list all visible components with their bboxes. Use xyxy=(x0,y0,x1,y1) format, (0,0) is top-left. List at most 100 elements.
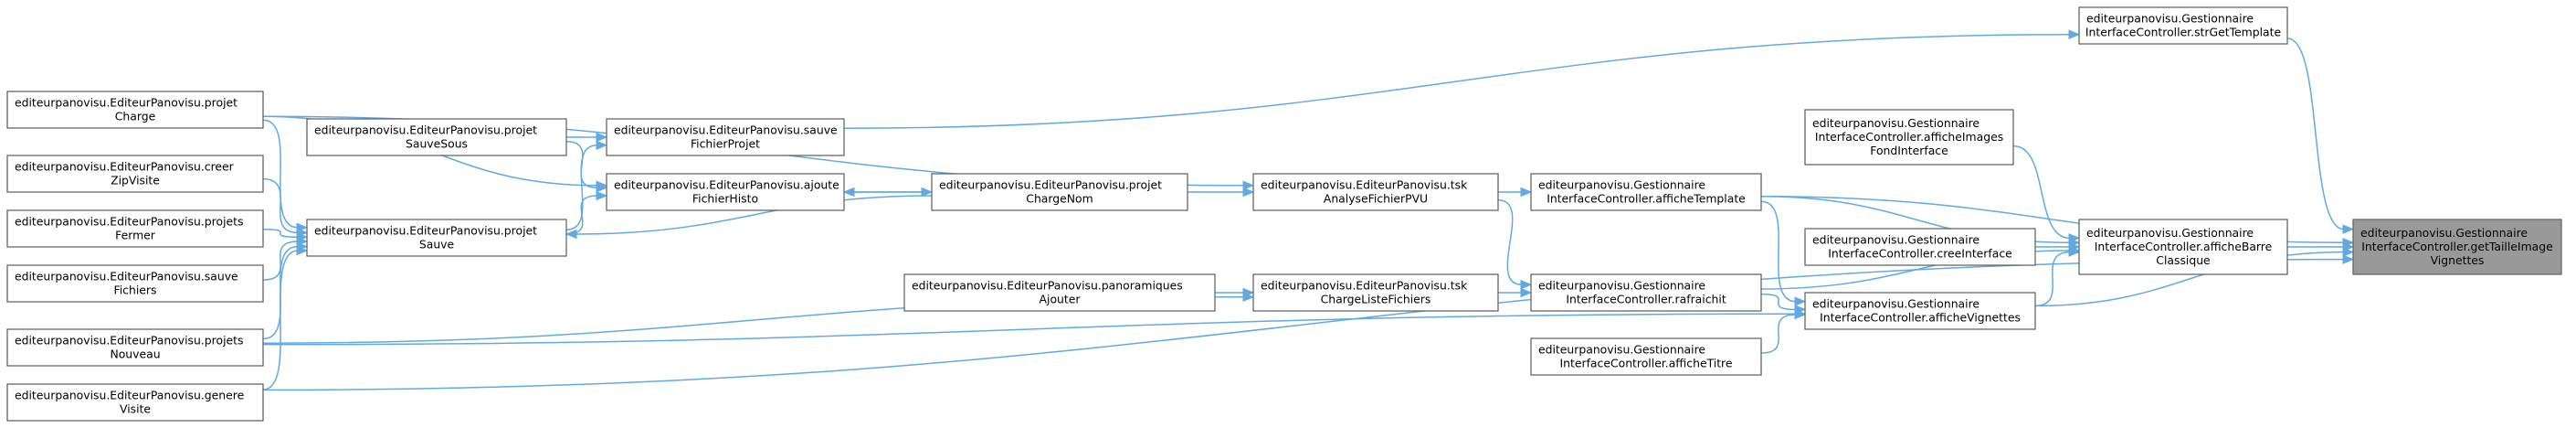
node-panoramiquesAjouter[interactable]: editeurpanovisu.EditeurPanovisu.panorami… xyxy=(903,273,1216,312)
arrowhead xyxy=(596,132,608,143)
node-label-line: ChargeNom xyxy=(1026,192,1093,206)
node-strGetTemplate[interactable]: editeurpanovisu.GestionnaireInterfaceCon… xyxy=(2078,6,2288,45)
edge-line xyxy=(2034,251,2071,307)
edge-genereVisite-to-projetSauve xyxy=(262,245,309,391)
edge-projetSauve-to-sauveFichierProjet xyxy=(565,140,608,230)
node-projetsFermer[interactable]: editeurpanovisu.EditeurPanovisu.projetsF… xyxy=(6,209,264,248)
node-projetCharge[interactable]: editeurpanovisu.EditeurPanovisu.projetCh… xyxy=(6,91,264,129)
node-label-line: FondInterface xyxy=(1870,144,1948,157)
node-box xyxy=(6,328,264,367)
arrowhead xyxy=(2342,247,2355,257)
node-box xyxy=(1530,173,1762,211)
edge-afficheVignettes-to-afficheBarreClassique xyxy=(2034,247,2081,307)
node-afficheBarreClassique[interactable]: editeurpanovisu.GestionnaireInterfaceCon… xyxy=(2078,219,2288,275)
node-label-line: editeurpanovisu.Gestionnaire xyxy=(1538,343,1705,357)
node-label-line: InterfaceController.getTailleImage xyxy=(2361,240,2552,253)
node-box xyxy=(2352,219,2562,275)
node-label-line: FichierProjet xyxy=(691,137,760,151)
edge-projetChargeNom-to-tskAnalyseFichierPVU xyxy=(1187,187,1255,198)
node-label-line: Sauve xyxy=(419,238,454,251)
node-ajouteFichierHisto[interactable]: editeurpanovisu.EditeurPanovisu.ajouteFi… xyxy=(606,173,845,211)
arrowhead xyxy=(2068,247,2081,257)
edge-projetCharge-to-projetSauve xyxy=(262,119,309,233)
node-projetsNouveau[interactable]: editeurpanovisu.EditeurPanovisu.projetsN… xyxy=(6,328,264,367)
node-label-line: Nouveau xyxy=(110,348,160,361)
arrowhead xyxy=(2342,237,2355,248)
edge-line xyxy=(262,177,299,234)
edge-line xyxy=(262,229,299,238)
node-root[interactable]: editeurpanovisu.GestionnaireInterfaceCon… xyxy=(2352,219,2562,275)
node-afficheTitre[interactable]: editeurpanovisu.GestionnaireInterfaceCon… xyxy=(1530,337,1762,376)
edge-strGetTemplate-to-root xyxy=(2286,37,2355,234)
node-label-line: editeurpanovisu.EditeurPanovisu.creer xyxy=(15,160,235,174)
edge-line xyxy=(262,119,299,229)
edge-line xyxy=(843,34,2071,129)
edge-line xyxy=(1760,314,1797,354)
edge-line xyxy=(565,141,598,188)
node-label-line: editeurpanovisu.Gestionnaire xyxy=(1812,116,1980,130)
node-label-line: InterfaceController.afficheBarre xyxy=(2095,240,2273,253)
node-box xyxy=(1252,273,1499,312)
node-sauveFichiers[interactable]: editeurpanovisu.EditeurPanovisu.sauveFic… xyxy=(6,264,264,303)
edge-tskAnalyseFichierPVU-to-rafraichit xyxy=(1497,199,1533,290)
node-label-line: Vignettes xyxy=(2431,253,2485,267)
edge-projetSauve-to-ajouteFichierHisto xyxy=(565,190,608,235)
node-creerZipVisite[interactable]: editeurpanovisu.EditeurPanovisu.creerZip… xyxy=(6,155,264,193)
edge-line xyxy=(262,250,299,391)
node-tskAnalyseFichierPVU[interactable]: editeurpanovisu.EditeurPanovisu.tskAnaly… xyxy=(1252,173,1499,211)
arrowhead xyxy=(596,180,608,191)
node-box xyxy=(1530,337,1762,376)
node-label-line: editeurpanovisu.EditeurPanovisu.sauve xyxy=(15,270,238,284)
arrowhead xyxy=(1242,187,1255,198)
edge-line xyxy=(565,144,598,230)
arrowhead xyxy=(1520,279,1533,290)
node-label-line: Fichiers xyxy=(114,284,157,297)
node-genereVisite[interactable]: editeurpanovisu.EditeurPanovisu.genereVi… xyxy=(6,383,264,422)
node-label-line: editeurpanovisu.EditeurPanovisu.tsk xyxy=(1261,178,1468,192)
edge-tskAnalyseFichierPVU-to-afficheTemplate xyxy=(1497,187,1533,198)
node-label-line: InterfaceController.afficheTemplate xyxy=(1547,192,1746,206)
edge-line xyxy=(2286,37,2345,230)
node-label-line: Classique xyxy=(2156,253,2210,267)
node-label-line: editeurpanovisu.EditeurPanovisu.projet xyxy=(314,224,537,238)
arrowhead xyxy=(842,187,855,198)
edge-genereVisite-to-root xyxy=(262,254,2355,391)
node-sauveFichierProjet[interactable]: editeurpanovisu.EditeurPanovisu.sauveFic… xyxy=(606,118,845,156)
arrowhead xyxy=(1794,296,1807,306)
node-rafraichit[interactable]: editeurpanovisu.GestionnaireInterfaceCon… xyxy=(1530,273,1762,312)
node-box xyxy=(2078,6,2288,45)
arrowhead xyxy=(1520,187,1533,198)
arrowhead xyxy=(1242,180,1255,191)
node-label-line: ChargeListeFichiers xyxy=(1321,293,1431,306)
edge-projetsNouveau-to-projetSauve xyxy=(262,241,309,340)
arrowhead xyxy=(596,190,608,201)
node-afficheVignettes[interactable]: editeurpanovisu.GestionnaireInterfaceCon… xyxy=(1804,292,2036,330)
node-projetSauveSous[interactable]: editeurpanovisu.EditeurPanovisu.projetSa… xyxy=(306,118,567,156)
node-projetChargeNom[interactable]: editeurpanovisu.EditeurPanovisu.projetCh… xyxy=(931,173,1188,211)
node-projetSauve[interactable]: editeurpanovisu.EditeurPanovisu.projetSa… xyxy=(306,219,567,257)
arrowhead xyxy=(2342,224,2355,234)
edge-line xyxy=(2012,144,2071,240)
node-creeInterface[interactable]: editeurpanovisu.GestionnaireInterfaceCon… xyxy=(1804,228,2036,266)
node-afficheImagesFondInterface[interactable]: editeurpanovisu.GestionnaireInterfaceCon… xyxy=(1804,109,2014,166)
node-afficheTemplate[interactable]: editeurpanovisu.GestionnaireInterfaceCon… xyxy=(1530,173,1762,211)
edge-line xyxy=(262,313,1797,346)
node-box xyxy=(2078,219,2288,275)
node-label-line: InterfaceController.strGetTemplate xyxy=(2085,26,2281,39)
edge-sauveFichierProjet-to-strGetTemplate xyxy=(843,29,2081,129)
node-box xyxy=(6,264,264,303)
node-label-line: ZipVisite xyxy=(111,174,160,187)
arrowhead xyxy=(2068,29,2081,40)
node-label-line: FichierHisto xyxy=(692,192,758,206)
node-tskChargeListeFichiers[interactable]: editeurpanovisu.EditeurPanovisu.tskCharg… xyxy=(1252,273,1499,312)
edge-line xyxy=(1760,293,1797,311)
node-box xyxy=(306,219,567,257)
node-label-line: InterfaceController.rafraichit xyxy=(1566,293,1726,306)
node-box xyxy=(6,209,264,248)
node-label-line: editeurpanovisu.Gestionnaire xyxy=(1538,178,1705,192)
node-label-line: InterfaceController.afficheVignettes xyxy=(1820,311,2021,325)
node-label-line: Ajouter xyxy=(1040,293,1082,306)
edge-line xyxy=(565,195,598,235)
node-box xyxy=(306,118,567,156)
